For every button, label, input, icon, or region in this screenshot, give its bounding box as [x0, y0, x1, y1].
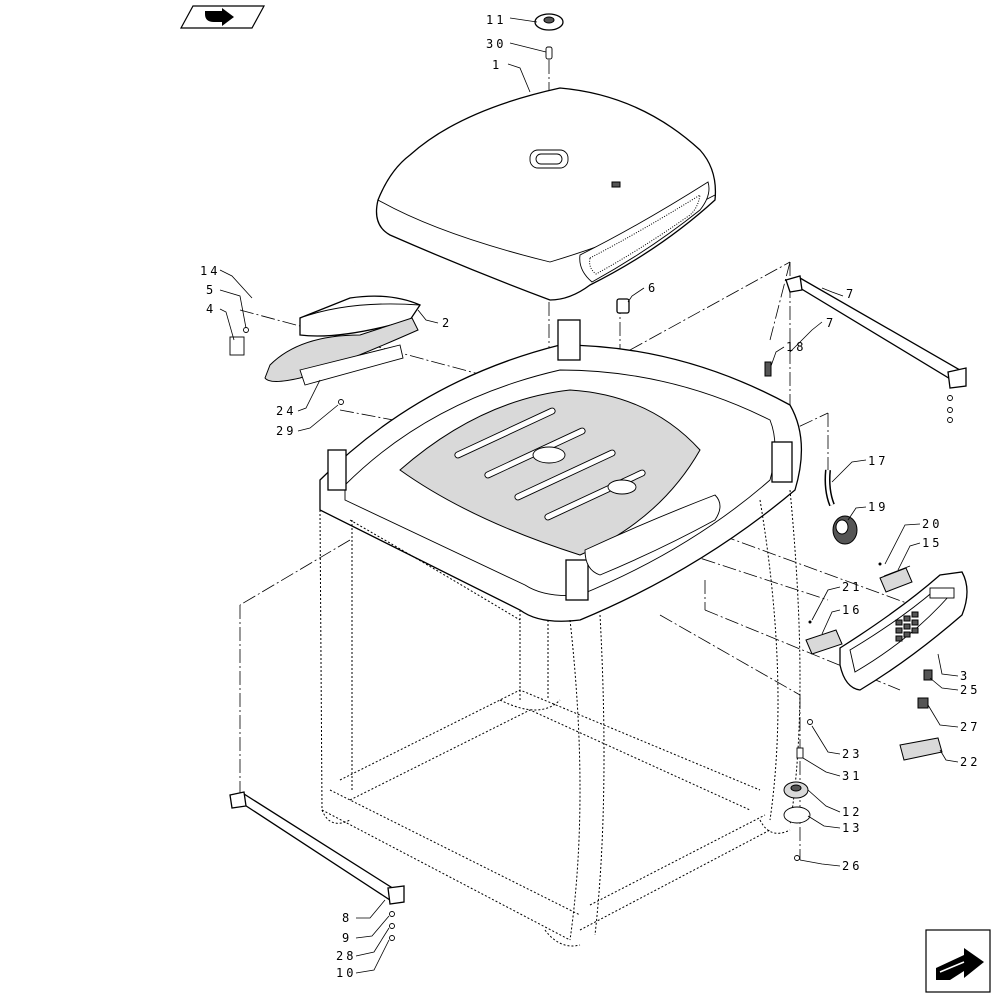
callout-13: 13 — [842, 821, 862, 835]
callout-3: 3 — [960, 669, 970, 683]
hose-part — [824, 469, 835, 507]
callout-labels: 11 30 1 14 5 4 2 6 7 7 18 24 29 17 19 20… — [200, 13, 980, 980]
decal-parts — [805, 562, 913, 655]
callout-25: 25 — [960, 683, 980, 697]
callout-27: 27 — [960, 720, 980, 734]
callout-2: 2 — [442, 316, 452, 330]
bulb-part — [545, 46, 553, 60]
callout-24: 24 — [276, 404, 296, 418]
switch-part — [923, 669, 933, 681]
callout-7a: 7 — [846, 287, 856, 301]
warning-label-part — [899, 737, 943, 761]
callout-15: 15 — [922, 536, 942, 550]
bulb-31-part — [796, 747, 804, 759]
callout-19: 19 — [868, 500, 888, 514]
callout-18: 18 — [786, 340, 806, 354]
cab-roof-frame — [319, 319, 803, 622]
lamp-12-part — [783, 781, 809, 799]
knob-part — [832, 515, 858, 545]
dome-light-part — [534, 13, 564, 31]
air-duct-part — [264, 295, 421, 382]
callout-16: 16 — [842, 603, 862, 617]
next-page-arrow-icon[interactable] — [925, 929, 991, 993]
callout-31: 31 — [842, 769, 862, 783]
clip-part — [229, 327, 249, 356]
callout-20: 20 — [922, 517, 942, 531]
callout-21: 21 — [842, 580, 862, 594]
callout-22: 22 — [960, 755, 980, 769]
callout-8: 8 — [342, 911, 352, 925]
fitting-part — [764, 361, 772, 377]
cab-lower-frame — [319, 489, 801, 947]
callout-23: 23 — [842, 747, 862, 761]
control-console-part — [839, 571, 968, 691]
lens-13-part — [783, 806, 811, 824]
screw-23-part — [807, 719, 813, 725]
callout-14: 14 — [200, 264, 220, 278]
back-arrow-icon[interactable] — [179, 5, 266, 29]
callout-30: 30 — [486, 37, 506, 51]
callout-10: 10 — [336, 966, 356, 980]
screw-26-part — [794, 855, 800, 861]
callout-17: 17 — [868, 454, 888, 468]
callout-12: 12 — [842, 805, 862, 819]
callout-6: 6 — [648, 281, 658, 295]
knob-small-part — [917, 697, 929, 709]
roof-panel-part — [375, 87, 717, 301]
callout-28: 28 — [336, 949, 356, 963]
label-part — [299, 344, 404, 386]
screw-part — [338, 399, 344, 405]
callout-9: 9 — [342, 931, 352, 945]
callout-26: 26 — [842, 859, 862, 873]
seal-strip-part — [249, 260, 356, 298]
plug-part — [616, 298, 630, 314]
callout-11: 11 — [486, 13, 506, 27]
callout-5: 5 — [206, 283, 216, 297]
callout-7b: 7 — [826, 316, 836, 330]
leader-lines — [219, 17, 959, 974]
callout-1: 1 — [492, 58, 502, 72]
callout-4: 4 — [206, 302, 216, 316]
handle-bar-part — [785, 275, 967, 423]
lower-handle-bar-part — [229, 791, 405, 941]
callout-29: 29 — [276, 424, 296, 438]
